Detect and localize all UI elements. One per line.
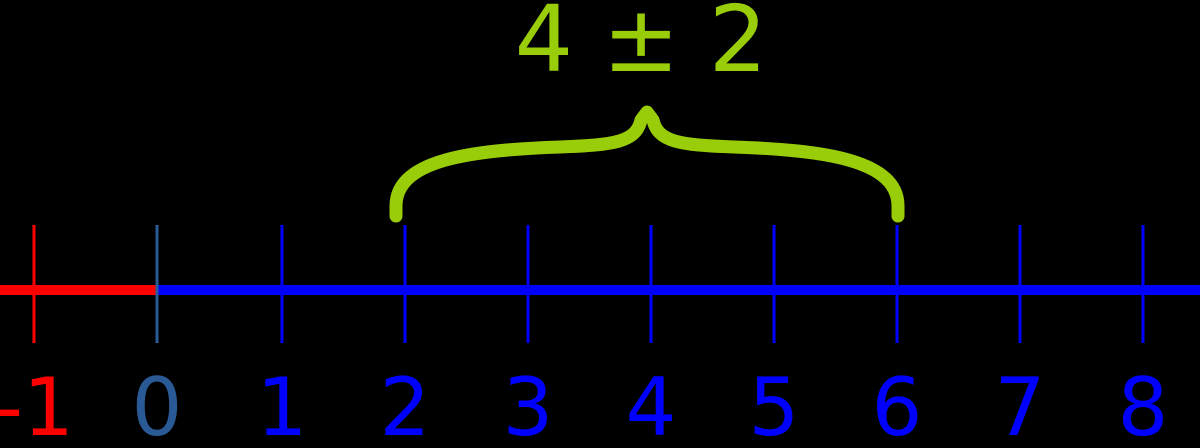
- tick-label-6: 6: [871, 361, 923, 448]
- range-brace-icon: [389, 105, 905, 223]
- tick-label--1: -1: [0, 361, 74, 448]
- tick-label-0: 0: [131, 361, 183, 448]
- tick-label-1: 1: [256, 361, 308, 448]
- tick-label-8: 8: [1117, 361, 1169, 448]
- annotation-label: 4 ± 2: [514, 0, 768, 93]
- tick-marks: [32, 225, 1145, 343]
- tick-label-2: 2: [379, 361, 431, 448]
- tick-label-5: 5: [748, 361, 800, 448]
- tick-label-4: 4: [625, 361, 677, 448]
- tick-label-3: 3: [502, 361, 554, 448]
- tick-label-7: 7: [994, 361, 1046, 448]
